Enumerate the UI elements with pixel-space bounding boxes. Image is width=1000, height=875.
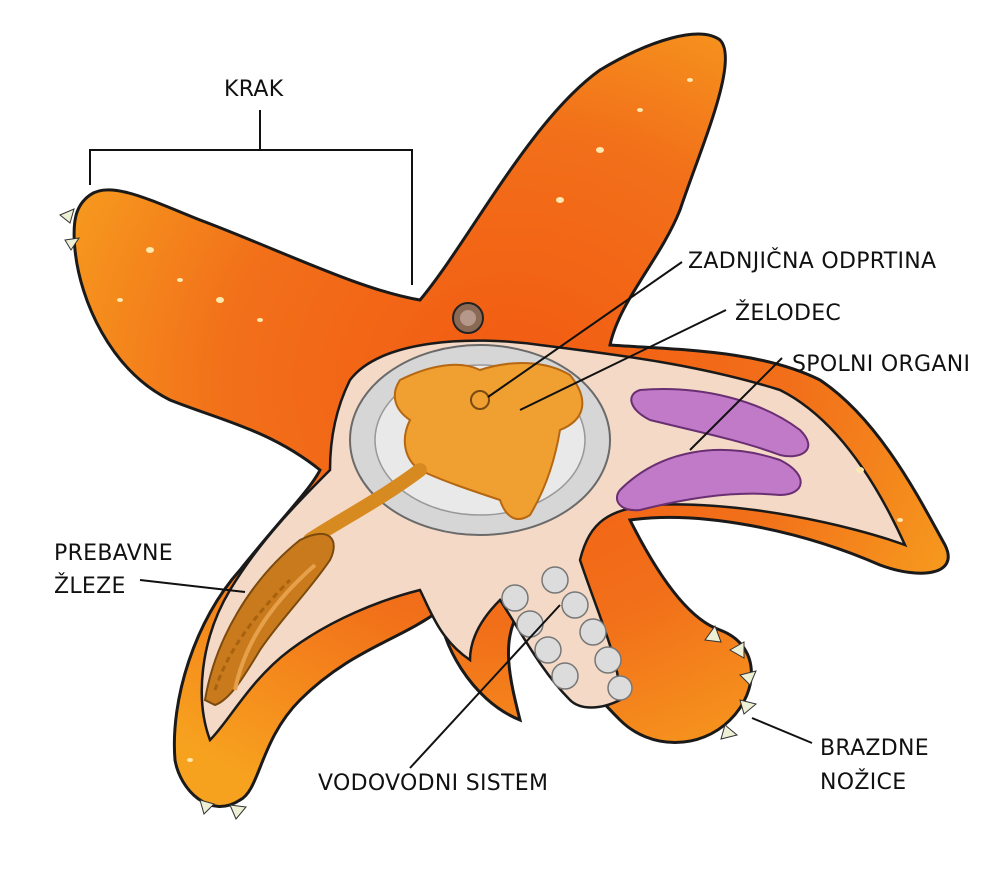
label-tube-feet-2: NOŽICE bbox=[820, 769, 906, 795]
label-tube-feet-1: BRAZDNE bbox=[820, 736, 929, 761]
label-digestive-glands-2: ŽLEZE bbox=[54, 573, 126, 599]
label-water-vascular: VODOVODNI SISTEM bbox=[318, 771, 548, 796]
label-gonads: SPOLNI ORGANI bbox=[792, 352, 970, 377]
leader-tube-feet bbox=[752, 718, 812, 743]
label-anus: ZADNJIČNA ODPRTINA bbox=[688, 248, 936, 274]
label-arm: KRAK bbox=[224, 77, 284, 102]
madreporite-center bbox=[460, 310, 476, 326]
label-stomach: ŽELODEC bbox=[735, 300, 841, 326]
label-digestive-glands-1: PREBAVNE bbox=[54, 541, 173, 566]
